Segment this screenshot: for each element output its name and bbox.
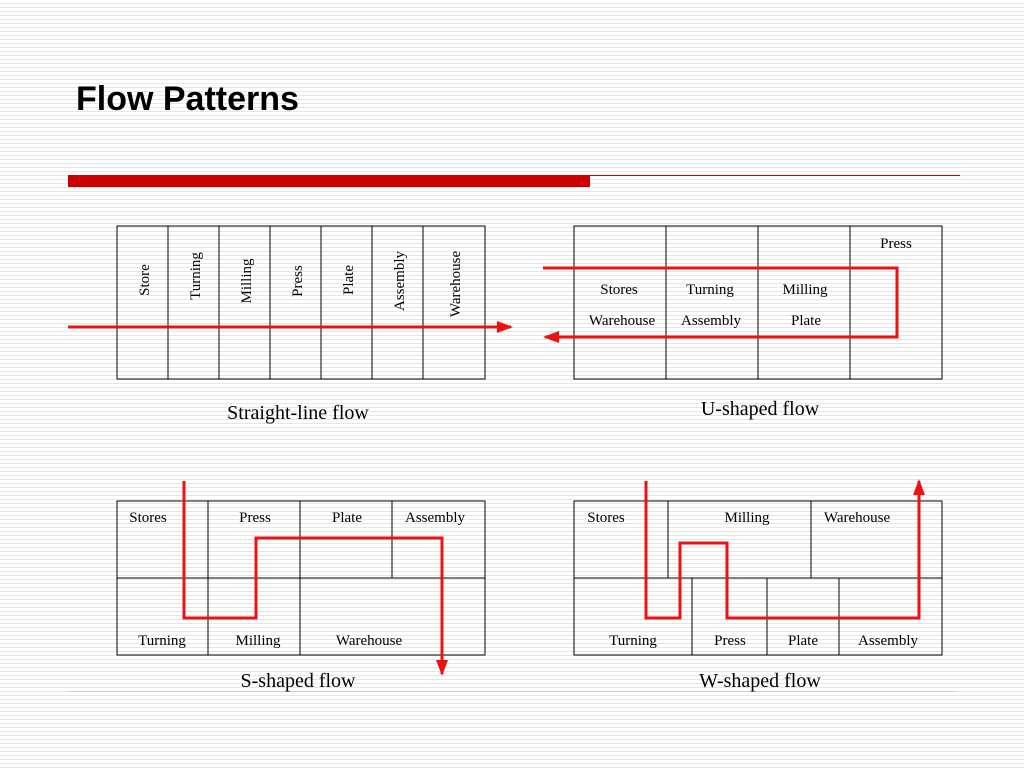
caption-w-shaped: W-shaped flow xyxy=(699,670,821,692)
w-dept-turning: Turning xyxy=(609,633,657,649)
straight-line-frame xyxy=(116,225,486,380)
u-shaped-flow: Press Stores Turning Milling Warehouse A… xyxy=(543,225,943,420)
u-dept-warehouse: Warehouse xyxy=(589,313,656,329)
s-flow-arrow xyxy=(182,481,448,676)
u-dept-plate: Plate xyxy=(791,313,821,329)
title-underline-thick xyxy=(68,175,590,187)
u-dept-turning: Turning xyxy=(686,282,734,298)
w-dept-plate: Plate xyxy=(788,633,818,649)
u-flow-arrow xyxy=(543,266,899,343)
u-dept-milling: Milling xyxy=(782,282,828,298)
title-underline-thin xyxy=(590,175,960,176)
w-dept-assembly: Assembly xyxy=(858,633,919,649)
s-dept-assembly: Assembly xyxy=(405,510,466,526)
s-dept-press: Press xyxy=(239,510,271,526)
w-dept-milling: Milling xyxy=(724,510,770,526)
u-dept-press: Press xyxy=(880,236,912,252)
s-dept-milling: Milling xyxy=(235,633,281,649)
w-dept-warehouse: Warehouse xyxy=(824,510,891,526)
s-dept-stores: Stores xyxy=(129,510,167,526)
caption-u-shaped: U-shaped flow xyxy=(701,398,820,420)
s-dept-turning: Turning xyxy=(138,633,186,649)
footer-rule xyxy=(68,691,956,692)
w-flow-arrow xyxy=(644,479,925,620)
s-dept-plate: Plate xyxy=(332,510,362,526)
dept-turning: Turning xyxy=(188,252,204,300)
u-dept-assembly: Assembly xyxy=(681,313,742,329)
w-dept-stores: Stores xyxy=(587,510,625,526)
dept-store: Store xyxy=(137,264,153,296)
dept-press: Press xyxy=(290,265,306,297)
u-dept-stores: Stores xyxy=(600,282,638,298)
dept-plate: Plate xyxy=(341,265,357,295)
page-title: Flow Patterns xyxy=(76,80,299,118)
caption-s-shaped: S-shaped flow xyxy=(241,670,357,692)
caption-straight-line: Straight-line flow xyxy=(227,402,369,424)
dept-warehouse: Warehouse xyxy=(448,251,464,318)
w-shaped-flow: Stores Milling Warehouse Turning Press P… xyxy=(573,479,943,692)
s-shaped-flow: Stores Press Plate Assembly Turning Mill… xyxy=(116,481,486,692)
s-dept-warehouse: Warehouse xyxy=(336,633,403,649)
dept-milling: Milling xyxy=(239,258,255,304)
dept-assembly: Assembly xyxy=(392,251,408,312)
straight-line-flow: Store Turning Milling Press Plate Assemb… xyxy=(68,225,513,424)
w-dept-press: Press xyxy=(714,633,746,649)
